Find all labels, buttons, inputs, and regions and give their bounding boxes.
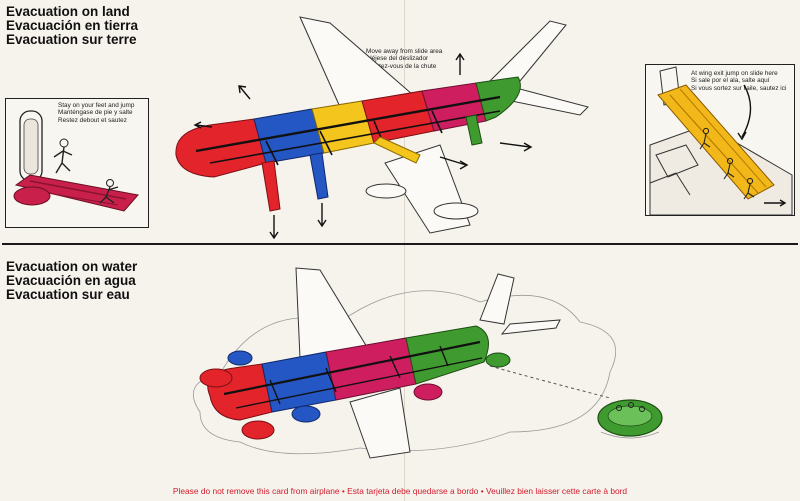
- caption-wing-exit-en: At wing exit jump on slide here: [691, 70, 778, 77]
- caption-stay-on-feet-en: Stay on your feet and jump: [58, 102, 135, 109]
- caption-stay-on-feet: Stay on your feet and jump Manténgase de…: [58, 102, 134, 124]
- card-fold-line: [404, 0, 405, 501]
- land-heading: Evacuation on land Evacuación en tierra …: [6, 5, 138, 47]
- land-heading-fr: Evacuation sur terre: [6, 32, 137, 47]
- land-heading-en: Evacuation on land: [6, 4, 130, 19]
- water-heading-fr: Evacuation sur eau: [6, 287, 130, 302]
- caption-wing-exit-fr: Si vous sortez sur l'aile, sautez ici: [691, 84, 787, 92]
- water-heading-en: Evacuation on water: [6, 259, 138, 274]
- land-airplane-illustration: [175, 16, 589, 240]
- caption-wing-exit-es: Si sale por el ala, salte aquí: [691, 77, 770, 85]
- wing-slide-illustration: [649, 66, 793, 215]
- green-life-raft: [597, 399, 663, 439]
- caption-move-away-en: Move away from slide area: [366, 48, 443, 55]
- caption-stay-on-feet-fr: Restez debout et sautez: [58, 116, 127, 124]
- caption-stay-on-feet-es: Manténgase de pie y salte: [58, 109, 133, 117]
- footer-notice: Please do not remove this card from airp…: [172, 486, 628, 496]
- door-slide-illustration: [13, 110, 139, 212]
- land-heading-es: Evacuación en tierra: [6, 18, 139, 33]
- caption-move-away-es: Aléjese del deslizador: [366, 55, 429, 63]
- water-airplane-illustration: [192, 267, 617, 459]
- caption-move-away-fr: Ecartez-vous de la chute: [366, 62, 437, 70]
- caption-wing-exit: At wing exit jump on slide here Si sale …: [691, 70, 786, 92]
- caption-move-away: Move away from slide area Aléjese del de…: [366, 48, 442, 70]
- wing-slide-inset: At wing exit jump on slide here Si sale …: [645, 64, 795, 216]
- section-divider: [2, 243, 798, 245]
- door-slide-inset: Stay on your feet and jump Manténgase de…: [5, 98, 149, 228]
- water-heading: Evacuation on water Evacuación en agua E…: [6, 260, 137, 302]
- water-heading-es: Evacuación en agua: [6, 273, 136, 288]
